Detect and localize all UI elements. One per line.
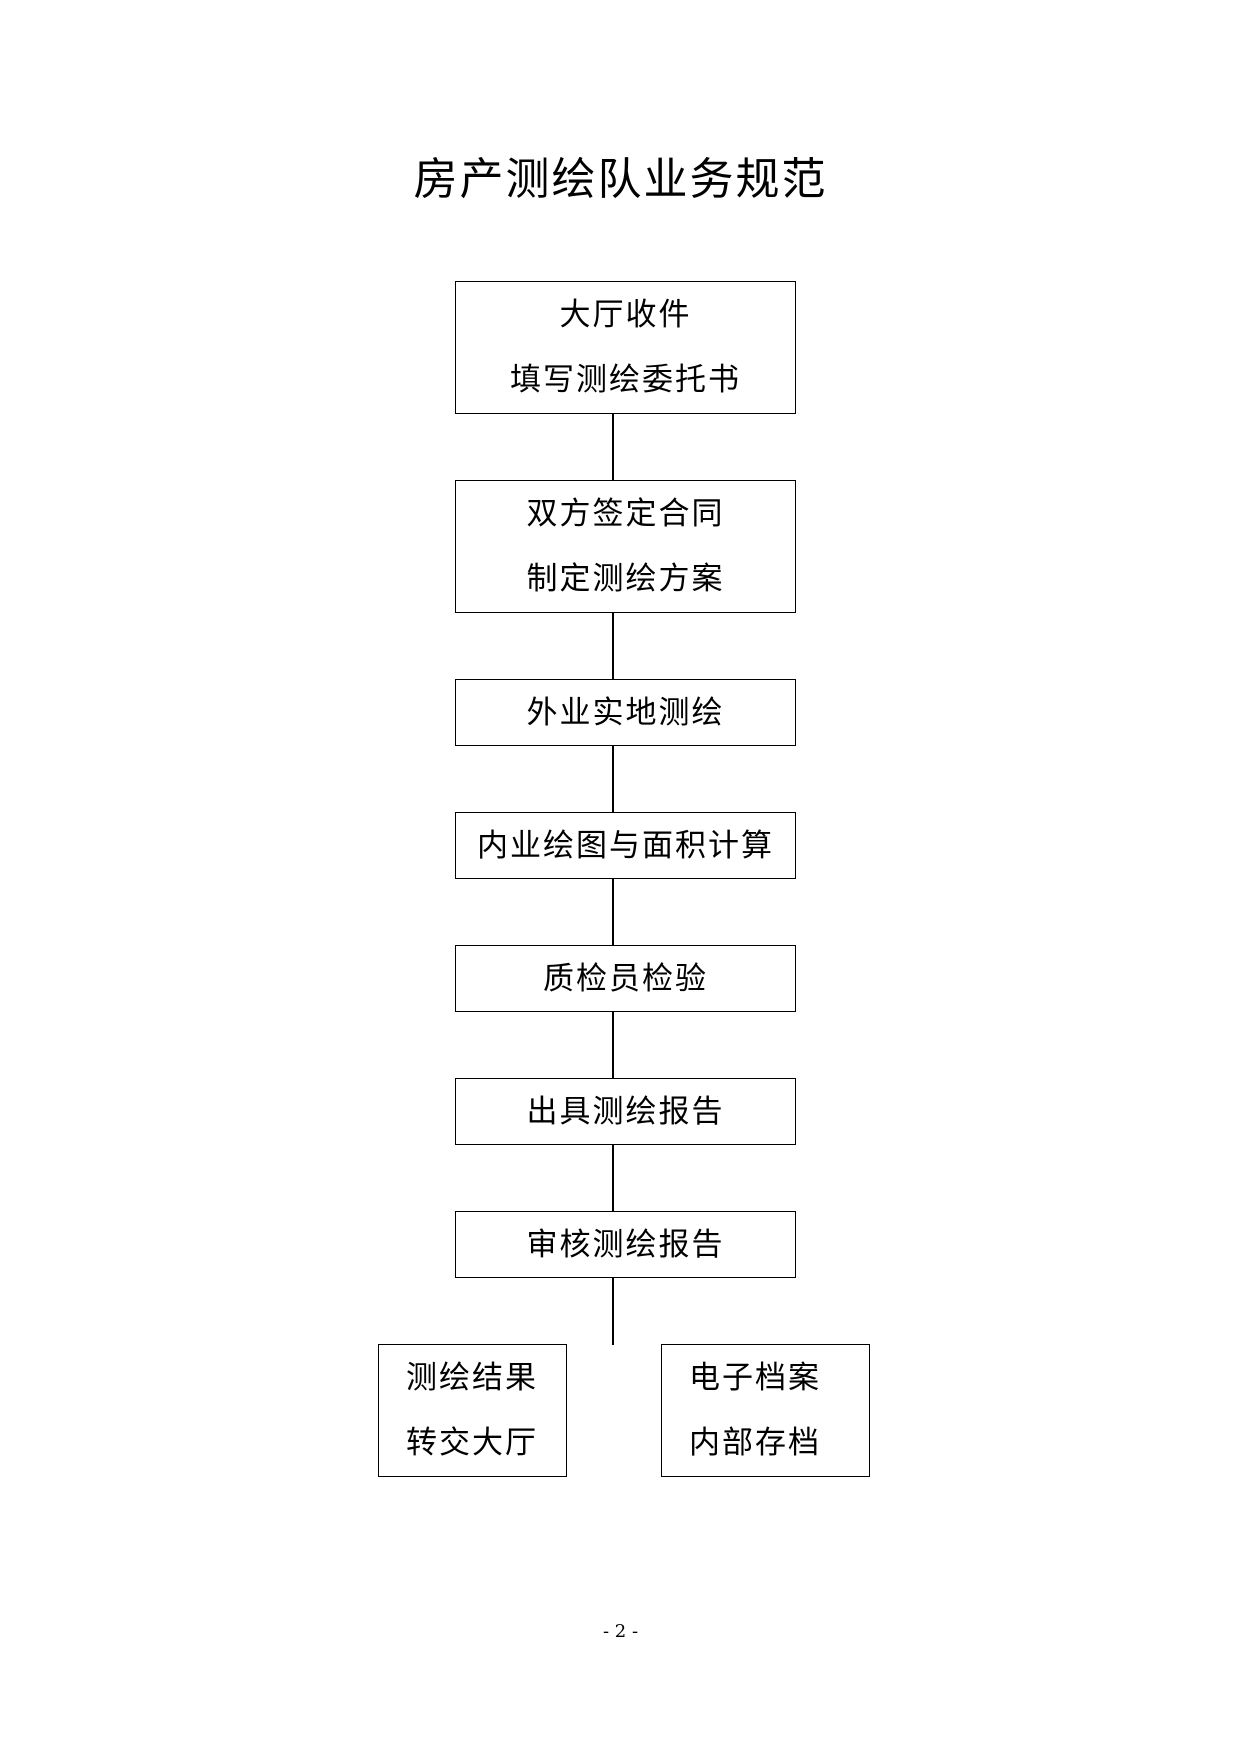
flow-step-text: 电子档案 <box>689 1359 821 1396</box>
flow-step-text: 出具测绘报告 <box>526 1093 725 1130</box>
flow-step-issue-report: 出具测绘报告 <box>455 1078 796 1145</box>
flow-step-drawing-area-calc: 内业绘图与面积计算 <box>455 812 796 879</box>
flow-step-text: 外业实地测绘 <box>526 694 725 731</box>
page-title: 房产测绘队业务规范 <box>413 154 828 205</box>
flow-step-text: 内部存档 <box>689 1424 821 1461</box>
flow-step-text: 双方签定合同 <box>526 495 725 532</box>
flow-outcome-transfer-to-hall: 测绘结果 转交大厅 <box>378 1344 567 1477</box>
connector-6-7 <box>612 1144 614 1211</box>
flow-step-text: 制定测绘方案 <box>526 560 725 597</box>
flow-step-text: 测绘结果 <box>406 1359 538 1396</box>
connector-2-3 <box>612 612 614 679</box>
flow-step-text: 大厅收件 <box>559 296 692 333</box>
page-number: - 2 - <box>602 1621 639 1642</box>
flow-step-text: 转交大厅 <box>406 1424 538 1461</box>
flow-step-text: 内业绘图与面积计算 <box>477 827 774 864</box>
connector-1-2 <box>612 413 614 480</box>
flow-step-text: 审核测绘报告 <box>526 1226 725 1263</box>
flow-step-text: 质检员检验 <box>543 960 708 997</box>
flow-step-receive-application: 大厅收件 填写测绘委托书 <box>455 281 796 414</box>
flow-step-quality-inspection: 质检员检验 <box>455 945 796 1012</box>
connector-4-5 <box>612 878 614 945</box>
flow-step-field-survey: 外业实地测绘 <box>455 679 796 746</box>
flow-step-sign-contract: 双方签定合同 制定测绘方案 <box>455 480 796 613</box>
flow-step-review-report: 审核测绘报告 <box>455 1211 796 1278</box>
connector-3-4 <box>612 745 614 812</box>
flow-step-text: 填写测绘委托书 <box>510 361 741 398</box>
connector-7-outcomes <box>612 1277 614 1345</box>
connector-5-6 <box>612 1011 614 1078</box>
flow-outcome-internal-archive: 电子档案 内部存档 <box>661 1344 870 1477</box>
